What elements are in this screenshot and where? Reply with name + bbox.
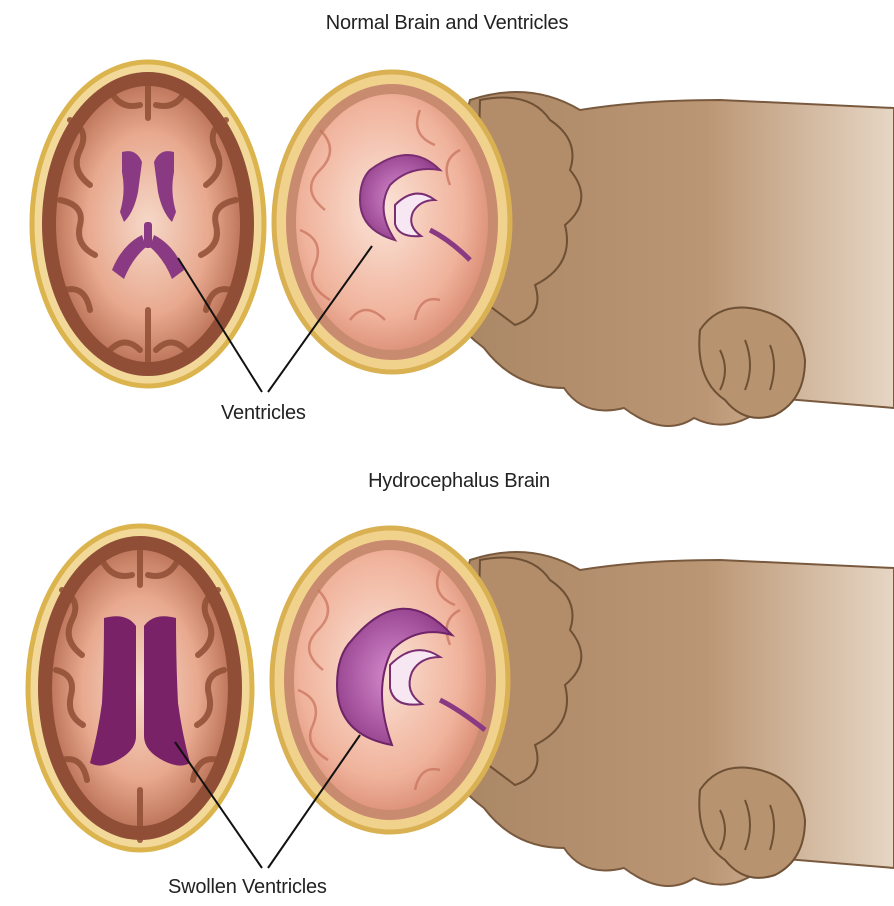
hydro-side-head [272,528,894,886]
normal-side-head [274,72,894,426]
ventricles-label: Ventricles [221,402,306,425]
swollen-ventricles-label: Swollen Ventricles [168,876,327,899]
hydro-axial-slice [28,526,252,850]
normal-axial-slice [32,62,264,386]
